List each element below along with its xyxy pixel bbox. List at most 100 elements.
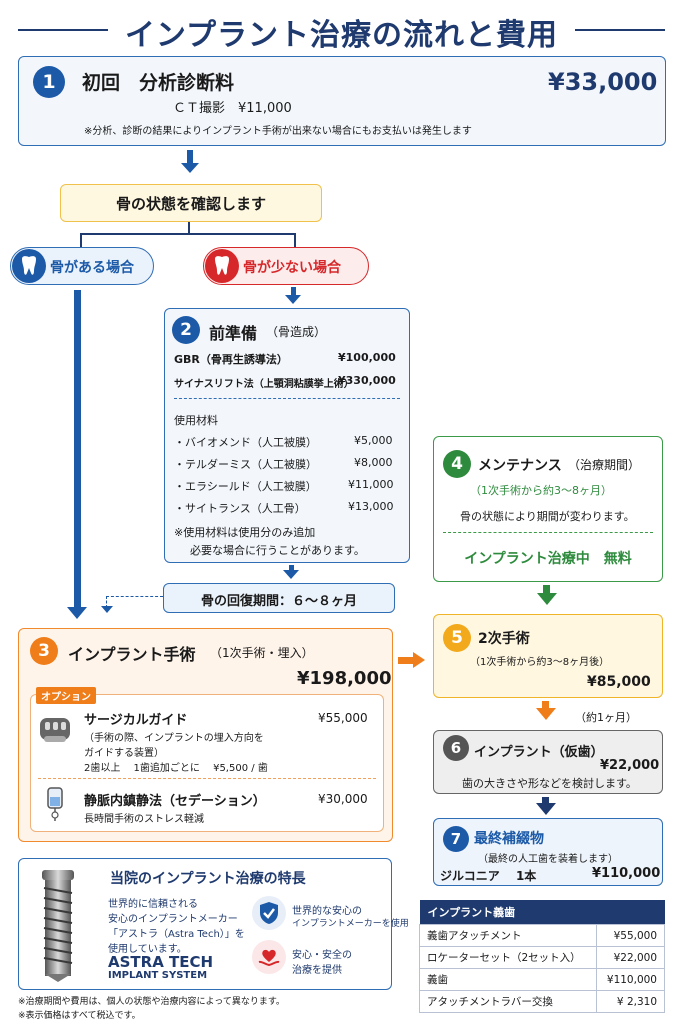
- material-name: ・サイトランス（人工骨）: [174, 502, 306, 515]
- step2-note: ※使用材料は使用分のみ追加: [174, 526, 316, 539]
- brand-logo-sub: IMPLANT SYSTEM: [108, 970, 208, 981]
- step5-box: [433, 614, 663, 698]
- arrow-down-icon: [101, 606, 113, 613]
- branch-line: [80, 233, 295, 235]
- table-row: アタッチメントラバー交換¥ 2,310: [419, 990, 666, 1013]
- step4-sub: （治療期間）: [568, 458, 641, 472]
- step4-number: 4: [443, 450, 471, 478]
- arrow-down-icon: [181, 163, 199, 173]
- step5-price: ¥85,000: [587, 674, 651, 690]
- arrow-stem: [398, 657, 414, 664]
- bone-yes-label: 骨がある場合: [50, 260, 134, 276]
- step3-price: ¥198,000: [297, 668, 392, 689]
- material-name: ・バイオメンド（人工被膜）: [174, 436, 317, 449]
- arrow-stem: [542, 797, 549, 805]
- footnote: ※表示価格はすべて税込です。: [18, 1011, 141, 1021]
- shield-check-icon: [252, 896, 286, 930]
- step2-row-name: サイナスリフト法（上顎洞粘膜挙上術）: [174, 379, 354, 390]
- divider: [174, 398, 400, 399]
- features-text: 使用しています。: [108, 944, 187, 955]
- table-header: インプラント義歯: [419, 900, 665, 925]
- table-cell-name: アタッチメントラバー交換: [419, 990, 597, 1013]
- feature1-text: インプラントメーカーを使用: [292, 919, 409, 929]
- check-box: [60, 184, 322, 222]
- guide-name: サージカルガイド: [84, 713, 188, 728]
- arrow-stem: [542, 701, 549, 709]
- page-title: インプラント治療の流れと費用: [124, 18, 559, 53]
- step1-label: 初回 分析診断料: [82, 72, 235, 94]
- table-row: 義歯アタッチメント¥55,000: [419, 924, 666, 947]
- implant-denture-table: インプラント義歯 義歯アタッチメント¥55,000 ロケーターセット（2セット入…: [419, 900, 666, 1013]
- step4-period: （1次手術から約3〜8ヶ月）: [470, 484, 612, 497]
- material-name: ・テルダーミス（人工被膜）: [174, 458, 317, 471]
- step5-label: 2次手術: [478, 631, 530, 647]
- step4-label: メンテナンス: [478, 458, 562, 474]
- step5-desc: （1次手術から約3〜8ヶ月後）: [470, 657, 610, 668]
- arrow-down-icon: [537, 593, 557, 605]
- material-name: ・エラシールド（人工被膜）: [174, 480, 317, 493]
- features-title: 当院のインプラント治療の特長: [110, 871, 306, 887]
- branch-line: [80, 233, 82, 247]
- step4-desc: 骨の状態により期間が変わります。: [460, 510, 635, 523]
- arrow-stem: [187, 150, 193, 164]
- table-cell-price: ¥55,000: [595, 924, 666, 947]
- recovery-label: 骨の回復期間：６〜８ヶ月: [200, 594, 357, 609]
- divider: [38, 778, 376, 779]
- step7-number: 7: [443, 826, 469, 852]
- arrow-down-icon: [67, 607, 87, 619]
- guide-desc: ガイドする装置）: [84, 748, 164, 759]
- step6-price: ¥22,000: [600, 758, 660, 773]
- arrow-stem: [291, 287, 296, 296]
- table-cell-price: ¥110,000: [595, 968, 666, 991]
- step2-box: [164, 308, 410, 563]
- step1-number: 1: [33, 66, 65, 98]
- sedation-desc: 長時間手術のストレス軽減: [84, 814, 204, 825]
- step1-note: ※分析、診断の結果によりインプラント手術が出来ない場合にもお支払いは発生します: [84, 126, 472, 137]
- divider: [443, 532, 653, 533]
- step1-box: [18, 56, 666, 146]
- features-text: 「アストラ（Astra Tech）」を: [108, 929, 245, 940]
- table-cell-name: ロケーターセット（2セット入）: [419, 946, 597, 969]
- branch-line: [188, 222, 190, 234]
- step6-number: 6: [443, 735, 469, 761]
- arrow-stem: [543, 585, 550, 594]
- arrow-down-icon: [283, 570, 299, 579]
- footnote: ※治療期間や費用は、個人の状態や治療内容によって異なります。: [18, 997, 285, 1007]
- step3-label: インプラント手術: [68, 645, 196, 664]
- arrow-right-icon: [413, 652, 425, 668]
- sedation-name: 静脈内鎮静法（セデーション）: [84, 794, 266, 809]
- guide-price: ¥55,000: [318, 711, 368, 725]
- step7-desc: （最終の人工歯を装着します）: [478, 854, 618, 865]
- title-rule-right: [575, 29, 665, 31]
- interval-label: （約1ヶ月）: [575, 711, 637, 724]
- tooth-icon: [12, 249, 46, 283]
- dashed-connector: [106, 596, 163, 597]
- material-price: ¥5,000: [354, 434, 393, 447]
- step2-row-price: ¥100,000: [338, 351, 396, 364]
- feature2-text: 治療を提供: [292, 965, 342, 976]
- arrow-down-icon: [536, 708, 556, 720]
- step7-price: ¥110,000: [592, 866, 661, 881]
- guide-desc: 2歯以上 1歯追加ごとに ¥5,500 / 歯: [84, 763, 268, 774]
- option-badge: オプション: [36, 687, 96, 704]
- step7-item: ジルコニア 1本: [440, 869, 537, 883]
- table-cell-price: ¥22,000: [595, 946, 666, 969]
- table-cell-price: ¥ 2,310: [595, 990, 666, 1013]
- step1-price: ¥33,000: [548, 68, 658, 96]
- step4-free: インプラント治療中 無料: [464, 551, 632, 567]
- step2-note: 必要な場合に行うことがあります。: [190, 544, 365, 557]
- surgical-guide-icon: [36, 712, 74, 748]
- features-text: 安心のインプラントメーカー: [108, 914, 238, 925]
- step7-label: 最終補綴物: [474, 831, 544, 847]
- step2-row-name: GBR（骨再生誘導法）: [174, 353, 288, 366]
- step4-box: [433, 436, 663, 582]
- step6-label: インプラント（仮歯）: [474, 745, 604, 760]
- features-box: [18, 858, 392, 990]
- feature1-text: 世界的な安心の: [292, 906, 362, 917]
- table-row: 義歯¥110,000: [419, 968, 666, 991]
- step2-row-price: ¥330,000: [338, 374, 396, 387]
- material-price: ¥11,000: [348, 478, 394, 491]
- step7-box: [433, 818, 663, 886]
- arrow-down-icon: [536, 803, 556, 815]
- bone-no-label: 骨が少ない場合: [243, 260, 341, 276]
